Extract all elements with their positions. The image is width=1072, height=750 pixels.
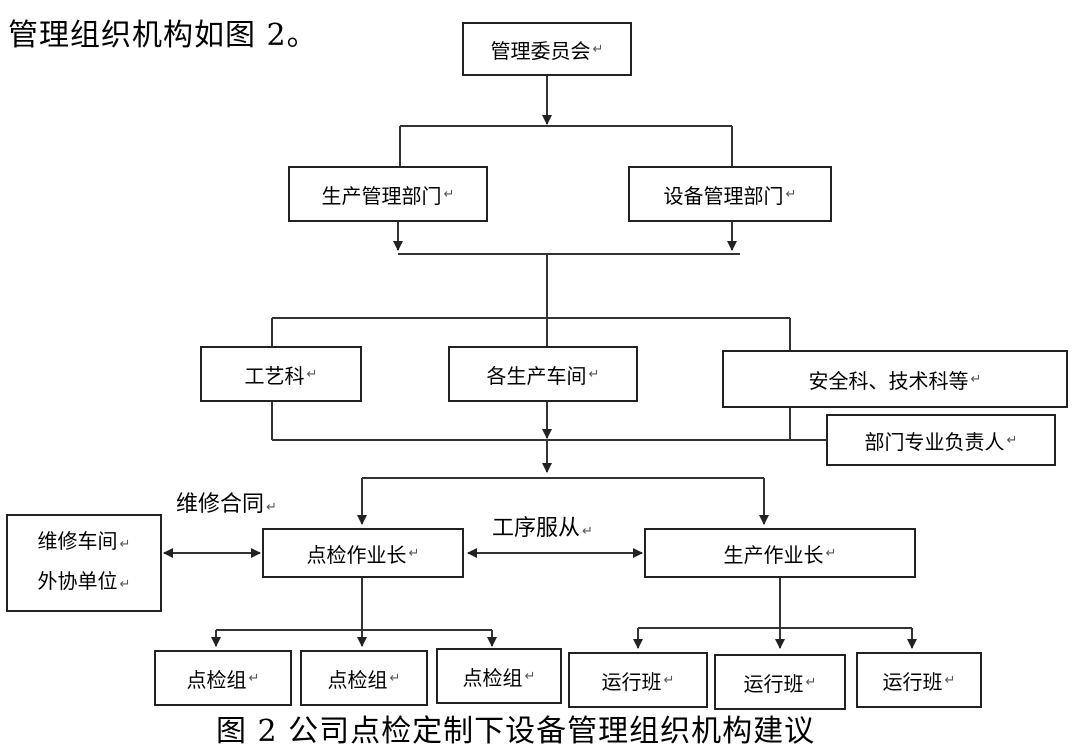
node-maint-line1-label: 维修车间: [37, 529, 118, 553]
node-run-shift-3-label: 运行班: [882, 669, 943, 694]
return-mark: ↵: [582, 524, 593, 539]
node-committee: 管理委员会↵: [462, 22, 632, 76]
return-mark: ↵: [825, 545, 837, 561]
node-production-chief: 生产作业长↵: [644, 528, 916, 578]
node-run-shift-2: 运行班↵: [714, 654, 846, 710]
return-mark: ↵: [592, 41, 604, 57]
node-inspection-group-2-label: 点检组: [327, 667, 388, 692]
node-inspection-group-1: 点检组↵: [154, 650, 292, 706]
return-mark: ↵: [306, 366, 318, 382]
node-equipment-mgmt: 设备管理部门↵: [628, 166, 832, 222]
node-inspection-chief-label: 点检作业长: [306, 542, 407, 567]
return-mark: ↵: [944, 672, 956, 688]
intro-text: 管理组织机构如图 2。: [8, 18, 318, 53]
node-safety-tech: 安全科、技术科等↵: [722, 350, 1068, 408]
node-production-mgmt: 生产管理部门↵: [288, 166, 488, 222]
return-mark: ↵: [970, 371, 982, 387]
node-safety-tech-label: 安全科、技术科等: [808, 368, 969, 393]
node-workshops-label: 各生产车间: [486, 363, 587, 388]
node-production-mgmt-label: 生产管理部门: [321, 183, 442, 208]
node-run-shift-3: 运行班↵: [856, 652, 982, 708]
figure-caption: 图 2 公司点检定制下设备管理组织机构建议: [216, 714, 816, 749]
return-mark: ↵: [408, 545, 420, 561]
return-mark: ↵: [805, 674, 817, 690]
return-mark: ↵: [1006, 432, 1018, 448]
return-mark: ↵: [524, 668, 536, 684]
return-mark: ↵: [389, 670, 401, 686]
node-production-chief-label: 生产作业长: [723, 542, 824, 567]
node-maint-line2-label: 外协单位: [37, 569, 118, 593]
return-mark: ↵: [119, 537, 131, 552]
node-workshops: 各生产车间↵: [448, 346, 638, 402]
node-process-section-label: 工艺科: [244, 363, 305, 388]
node-inspection-group-3: 点检组↵: [436, 648, 562, 704]
node-inspection-group-2: 点检组↵: [300, 650, 428, 706]
node-dept-lead: 部门专业负责人↵: [826, 414, 1056, 466]
return-mark: ↵: [248, 670, 260, 686]
node-run-shift-2-label: 运行班: [743, 671, 804, 696]
return-mark: ↵: [588, 366, 600, 382]
return-mark: ↵: [266, 500, 277, 515]
node-inspection-group-3-label: 点检组: [462, 665, 523, 690]
node-maintenance-units: 维修车间↵ 外协单位↵: [6, 514, 162, 612]
node-inspection-group-1-label: 点检组: [186, 667, 247, 692]
return-mark: ↵: [119, 577, 131, 592]
return-mark: ↵: [785, 186, 797, 202]
node-process-section: 工艺科↵: [200, 346, 362, 402]
return-mark: ↵: [443, 186, 455, 202]
node-inspection-chief: 点检作业长↵: [262, 528, 464, 578]
node-committee-label: 管理委员会: [490, 38, 591, 63]
return-mark: ↵: [663, 672, 675, 688]
node-dept-lead-label: 部门专业负责人: [864, 429, 1005, 454]
node-run-shift-1: 运行班↵: [568, 652, 708, 708]
node-equipment-mgmt-label: 设备管理部门: [663, 183, 784, 208]
label-maintenance-contract: 维修合同↵: [176, 492, 277, 517]
node-run-shift-1-label: 运行班: [601, 669, 662, 694]
label-process-obey: 工序服从↵: [492, 516, 593, 541]
